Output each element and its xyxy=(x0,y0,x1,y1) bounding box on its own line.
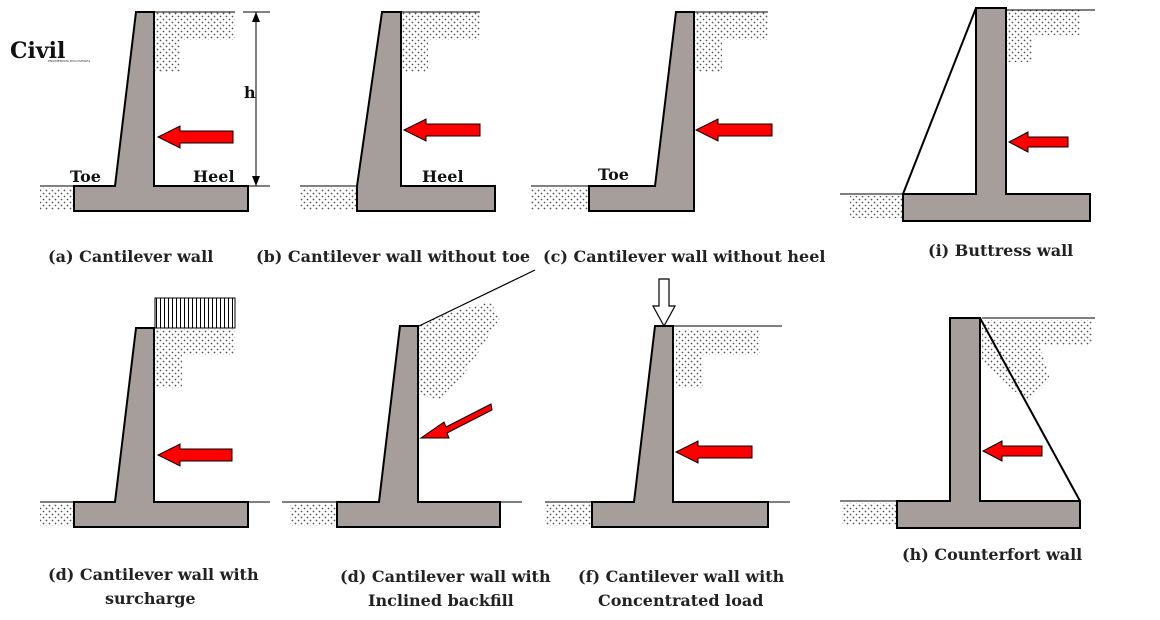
logo-subtext: ENGINEERING DISCOVERIES xyxy=(48,59,90,63)
toe-label-c: Toe xyxy=(598,165,629,184)
soil-front-d2 xyxy=(290,504,336,526)
soil-front-f xyxy=(545,504,591,526)
caption-i: (i) Buttress wall xyxy=(928,241,1073,260)
soil-backfill-c xyxy=(695,12,768,72)
wall-d-inclined-backfill: (d) Cantilever wall with Inclined backfi… xyxy=(282,269,551,610)
caption-f-line1: (f) Cantilever wall with xyxy=(578,567,785,586)
wall-f-concentrated-load: (f) Cantilever wall with Concentrated lo… xyxy=(545,278,790,610)
wall-body-d xyxy=(73,327,249,528)
height-label: h xyxy=(244,83,256,102)
earth-pressure-arrow-inclined xyxy=(419,403,493,439)
caption-b: (b) Cantilever wall without toe xyxy=(256,247,530,266)
soil-front-c xyxy=(531,188,589,210)
wall-body-a xyxy=(73,11,249,212)
wall-c-without-heel: Toe (c) Cantilever wall without heel xyxy=(531,11,825,266)
wall-d-surcharge: (d) Cantilever wall with surcharge xyxy=(40,297,270,608)
soil-front-h xyxy=(842,503,896,525)
soil-backfill-b xyxy=(402,12,480,72)
soil-backfill-inclined xyxy=(419,302,500,400)
caption-d2-line1: (d) Cantilever wall with xyxy=(340,567,551,586)
wall-b-without-toe: Heel (b) Cantilever wall without toe xyxy=(256,11,530,266)
soil-front-d xyxy=(40,504,74,526)
earth-pressure-arrow-d xyxy=(156,443,233,467)
wall-a-cantilever: h Toe Heel (a) Cantilever wall xyxy=(40,11,270,266)
height-arrowhead-bottom xyxy=(252,176,260,186)
caption-d1-line1: (d) Cantilever wall with xyxy=(48,565,259,584)
earth-pressure-arrow-c xyxy=(694,118,773,142)
counterfort-outline xyxy=(979,317,1081,502)
surcharge-load xyxy=(154,297,236,329)
inclined-backfill-line xyxy=(418,269,536,327)
soil-backfill-f xyxy=(676,329,760,388)
caption-d1-line2: surcharge xyxy=(105,589,196,608)
wall-body-b xyxy=(356,11,496,212)
caption-h: (h) Counterfort wall xyxy=(902,545,1082,564)
soil-front-a xyxy=(40,188,74,210)
caption-c: (c) Cantilever wall without heel xyxy=(543,247,825,266)
soil-front-b xyxy=(300,188,356,210)
buttress-outline xyxy=(902,7,977,195)
wall-body-c xyxy=(588,11,695,212)
earth-pressure-arrow-i xyxy=(1007,131,1069,153)
soil-backfill-a xyxy=(155,12,235,72)
wall-stem-i xyxy=(902,7,1091,222)
toe-label-a: Toe xyxy=(70,167,101,186)
soil-front-i xyxy=(850,196,902,218)
heel-label-a: Heel xyxy=(193,167,235,186)
wall-body-d2 xyxy=(336,325,501,528)
caption-f-line2: Concentrated load xyxy=(598,591,763,610)
heel-label-b: Heel xyxy=(422,167,464,186)
earth-pressure-arrow-h xyxy=(981,440,1043,462)
caption-d2-line2: Inclined backfill xyxy=(368,591,514,610)
earth-pressure-arrow-f xyxy=(674,440,753,464)
earth-pressure-arrow-a xyxy=(156,125,234,149)
logo-text: Civil xyxy=(10,38,65,64)
soil-backfill-h xyxy=(982,320,1092,400)
wall-stem-h xyxy=(896,317,1081,529)
height-arrowhead-top xyxy=(252,12,260,22)
wall-i-buttress: (i) Buttress wall xyxy=(840,7,1095,260)
wall-h-counterfort: (h) Counterfort wall xyxy=(840,317,1095,564)
soil-backfill-i xyxy=(1006,10,1080,62)
logo: Civil ENGINEERING DISCOVERIES xyxy=(10,38,90,64)
soil-backfill-d xyxy=(155,329,235,388)
wall-body-f xyxy=(591,325,769,528)
earth-pressure-arrow-b xyxy=(402,118,481,142)
concentrated-load-arrow xyxy=(651,278,677,328)
caption-a: (a) Cantilever wall xyxy=(48,247,213,266)
